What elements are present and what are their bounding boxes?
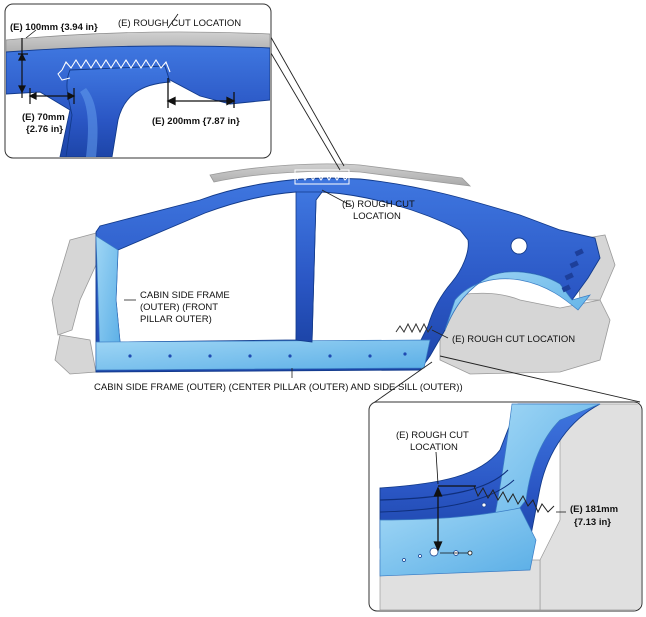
top-callout-rough-cut — [61, 58, 171, 73]
dim-70mm-arrow — [28, 88, 76, 104]
roof-rough-cut-label-1: (E) ROUGH CUT — [342, 199, 415, 210]
bottom-callout-rough-cut — [473, 485, 555, 514]
front-pillar-light — [95, 235, 121, 357]
roof-rough-cut-label-2: LOCATION — [353, 211, 401, 222]
top-callout: (E) 100mm {3.94 in} (E) ROUGH CUT LOCATI… — [4, 3, 345, 171]
dim-200mm-arrow — [166, 78, 236, 108]
rear-rough-cut-label: (E) ROUGH CUT LOCATION — [452, 334, 575, 345]
rear-holes — [561, 248, 584, 293]
top-rough-cut-label: (E) ROUGH CUT LOCATION — [118, 18, 241, 29]
dim-70mm-label-1: (E) 70mm — [22, 112, 65, 123]
fuel-filler-opening — [510, 237, 528, 255]
dim-200mm-label: (E) 200mm {7.87 in} — [152, 116, 240, 127]
main-vehicle-view: (E) ROUGH CUT LOCATION CABIN SIDE FRAME … — [51, 163, 616, 393]
bottom-rough-cut-label-2: LOCATION — [410, 442, 458, 453]
dim-100mm-label: (E) 100mm {3.94 in} — [10, 22, 98, 33]
rear-quarter-light — [444, 271, 591, 331]
sill-holes — [128, 352, 407, 358]
dim-70mm-label-2: {2.76 in} — [26, 124, 63, 135]
rear-rough-cut-marker — [395, 322, 433, 334]
leader-lines — [124, 189, 449, 378]
front-pillar-label-3: PILLAR OUTER) — [140, 314, 212, 325]
dim-100mm-arrow — [18, 38, 28, 98]
roof-rough-cut-marker — [294, 169, 350, 185]
bottom-callout: (E) ROUGH CUT LOCATION (E) 181mm {7.13 i… — [368, 355, 643, 612]
dim-181mm-arrow — [433, 485, 476, 552]
center-pillar — [295, 191, 323, 343]
bottom-rough-cut-label-1: (E) ROUGH CUT — [396, 430, 469, 441]
rear-door-opening — [311, 191, 469, 343]
bottom-callout-sill — [379, 507, 537, 577]
front-pillar-label-2: (OUTER) (FRONT — [140, 302, 218, 313]
bottom-caption: CABIN SIDE FRAME (OUTER) (CENTER PILLAR … — [94, 382, 463, 393]
dim-181mm-label-1: (E) 181mm — [570, 504, 618, 515]
front-pillar-label-1: CABIN SIDE FRAME — [140, 290, 230, 301]
dim-181mm-label-2: {7.13 in} — [574, 517, 611, 528]
cabin-side-frame-outer — [95, 177, 601, 373]
side-sill — [95, 339, 431, 371]
